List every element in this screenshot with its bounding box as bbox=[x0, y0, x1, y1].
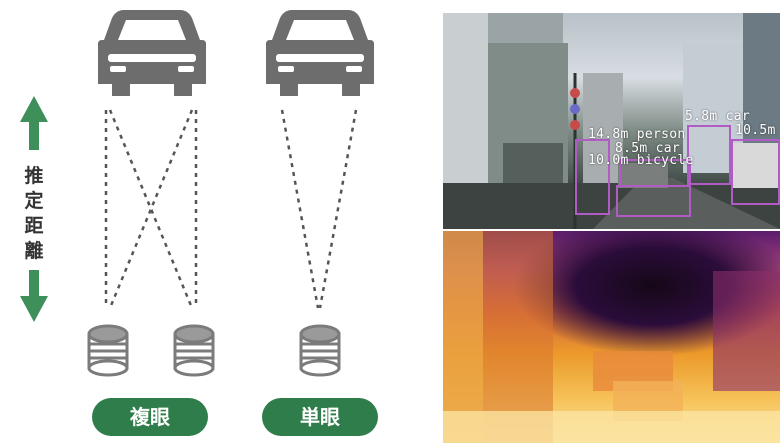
depth-scene bbox=[443, 231, 780, 443]
detection-box bbox=[687, 125, 731, 185]
distance-label-char: 離 bbox=[24, 239, 43, 262]
detection-label: 10.5m bbox=[735, 123, 776, 138]
stereo-sight-lines bbox=[104, 109, 198, 309]
car-icon bbox=[266, 10, 374, 96]
detection-label: 14.8m person bbox=[588, 127, 686, 142]
detection-label: 5.8m car bbox=[685, 109, 751, 124]
stereo-label: 複眼 bbox=[130, 405, 170, 429]
result-images: 5.8m car 14.8m person 10.5m 8.5m car 10.… bbox=[443, 13, 780, 443]
mono-badge: 単眼 bbox=[262, 398, 378, 436]
detection-box bbox=[575, 139, 610, 215]
depth-map-image bbox=[443, 231, 780, 443]
camera-icon bbox=[87, 324, 129, 377]
stereo-badge: 複眼 bbox=[92, 398, 208, 436]
detection-image: 5.8m car 14.8m person 10.5m 8.5m car 10.… bbox=[443, 13, 780, 229]
distance-label-char: 定 bbox=[24, 189, 43, 212]
detection-box bbox=[616, 185, 691, 217]
camera-icon bbox=[299, 324, 341, 377]
arrow-up-icon bbox=[20, 96, 48, 150]
detection-box bbox=[731, 139, 780, 205]
street-scene bbox=[443, 13, 780, 229]
distance-label-char: 推 bbox=[24, 164, 43, 187]
distance-arrow: 推 定 距 離 bbox=[20, 96, 48, 322]
car-icon bbox=[98, 10, 206, 96]
detection-label: 10.0m bicycle bbox=[588, 153, 694, 168]
estimation-diagram: 推 定 距 離 複眼 単眼 bbox=[20, 10, 378, 436]
camera-icon bbox=[173, 324, 215, 377]
arrow-down-icon bbox=[20, 270, 48, 322]
detection-label: 8.5m car bbox=[615, 141, 681, 156]
mono-sight-lines bbox=[280, 109, 358, 309]
distance-label-char: 距 bbox=[24, 215, 43, 237]
mono-label: 単眼 bbox=[300, 405, 340, 429]
